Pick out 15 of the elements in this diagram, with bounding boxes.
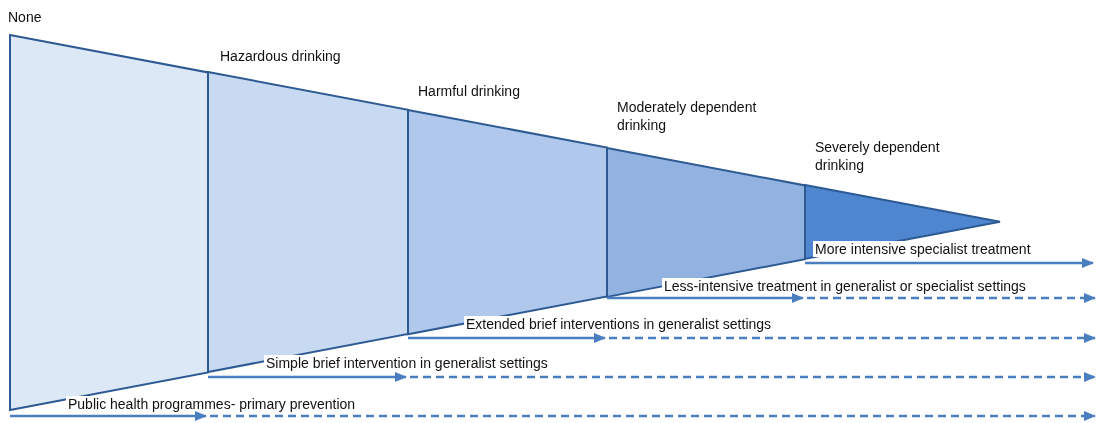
arrow	[408, 333, 1097, 343]
edge-label: Less-intensive treatment in generalist or specialist settings	[662, 278, 1028, 294]
stage-heading: Hazardous drinking	[220, 47, 342, 65]
edge-label: Extended brief interventions in generalist settings	[464, 316, 774, 332]
stage-heading: None	[8, 8, 43, 26]
arrow	[10, 411, 1097, 421]
arrow	[208, 372, 1097, 382]
stage-heading: Harmful drinking	[418, 82, 521, 100]
arrow	[607, 293, 1097, 303]
arrow	[805, 258, 1095, 268]
edge-label: Simple brief intervention in generalist settings	[264, 355, 550, 371]
edge-label: More intensive specialist treatment	[813, 241, 1033, 257]
stage-heading: Moderately dependent drinking	[617, 98, 758, 134]
stage-heading: Severely dependent drinking	[815, 138, 941, 174]
edge-label: Public health programmes- primary prevention	[66, 396, 358, 412]
